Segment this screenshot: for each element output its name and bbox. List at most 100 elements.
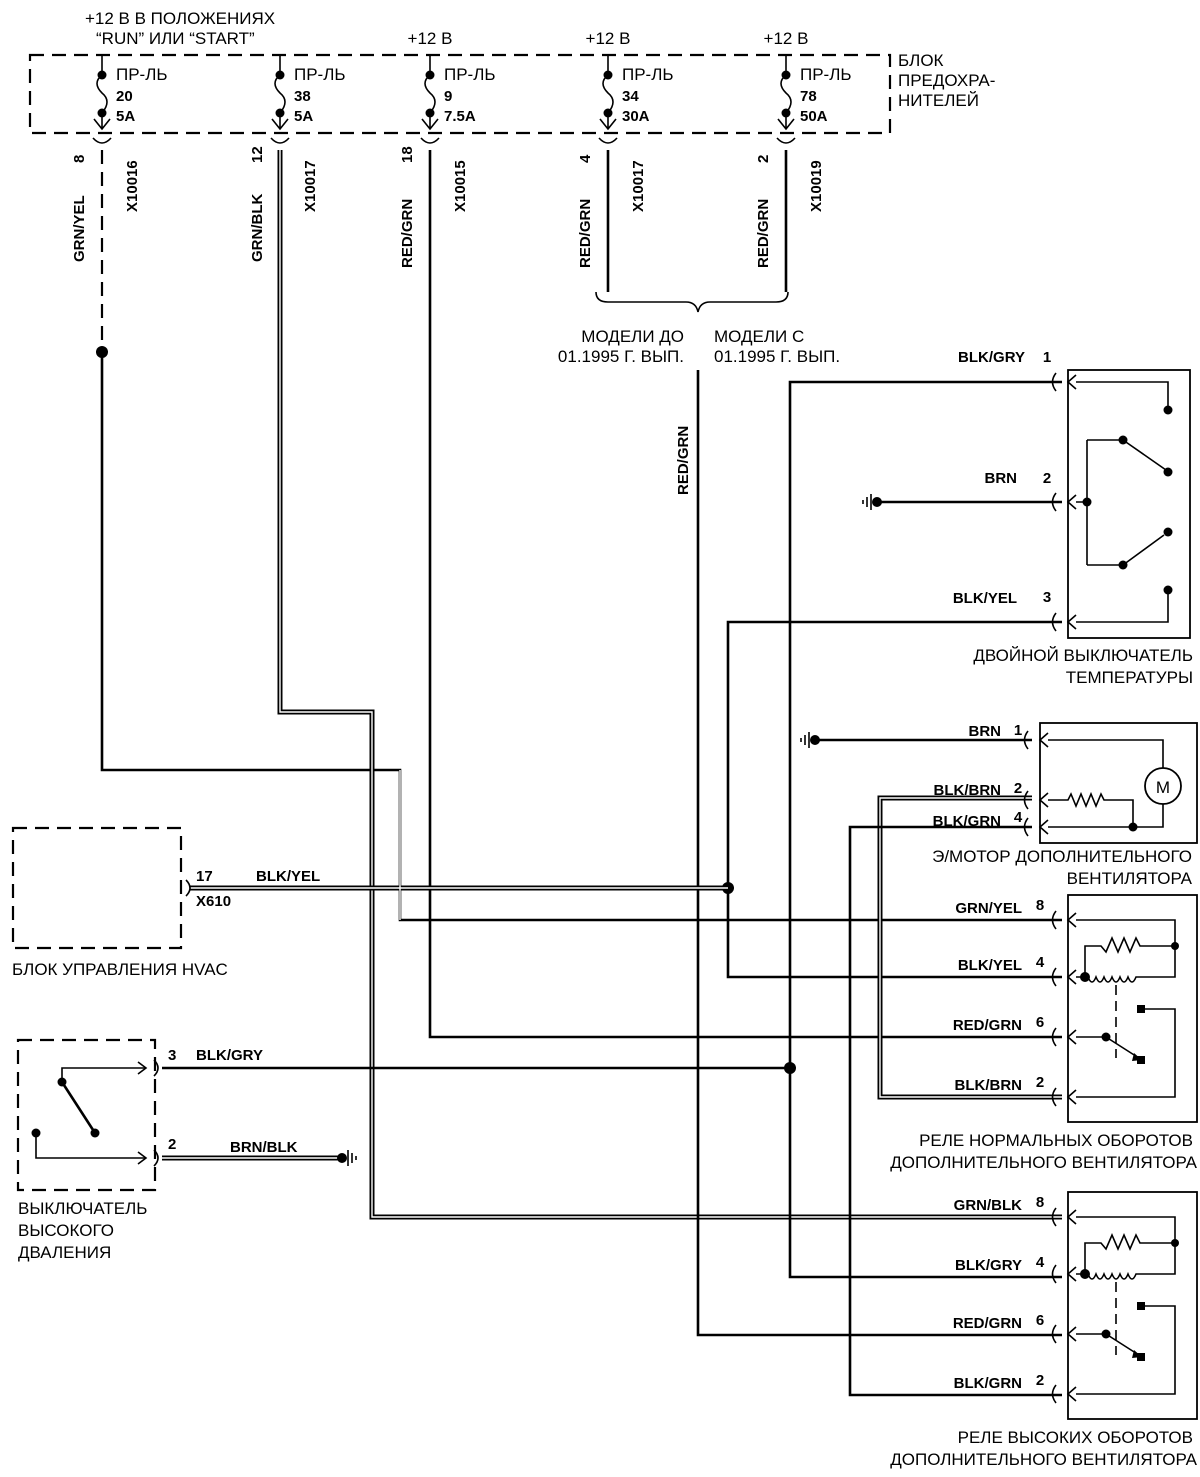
pressure-switch-label: ВЫСОКОГО (18, 1221, 114, 1240)
fuse-icon (421, 55, 439, 131)
wire-label: BLK/GRY (196, 1047, 263, 1064)
fuse-icon (777, 55, 795, 131)
wire-grn-yel (100, 352, 1062, 922)
fuse-terminal (97, 70, 107, 80)
ground-icon (336, 1149, 357, 1167)
fuse-name: ПР-ЛЬ (800, 65, 852, 84)
fuse-number: 9 (444, 88, 452, 105)
connector-icon (598, 137, 618, 144)
fuse-name: ПР-ЛЬ (622, 65, 674, 84)
fuse-terminal (425, 108, 435, 118)
wire-label: GRN/YEL (71, 195, 88, 262)
connector-icon (776, 137, 796, 144)
wire-label: BRN/BLK (230, 1139, 298, 1156)
pin-number: 2 (755, 155, 772, 163)
pin-number: 2 (1036, 1372, 1044, 1389)
model-after-label: МОДЕЛИ С (714, 327, 804, 346)
wire-blk-yel (726, 620, 1062, 979)
fuse-block-outline (28, 53, 892, 135)
wire-label: RED/GRN (399, 199, 416, 268)
relay-high-speed (1053, 1192, 1198, 1419)
wire-label: BLK/YEL (953, 590, 1017, 607)
motor-icon (1144, 767, 1182, 805)
battery-supply-label: +12 В (408, 29, 453, 48)
relay-normal-label: ДОПОЛНИТЕЛЬНОГО ВЕНТИЛЯТОРА (890, 1153, 1197, 1172)
model-after-label: 01.1995 Г. ВЫП. (714, 347, 840, 366)
fuse-block-label: НИТЕЛЕЙ (898, 91, 979, 110)
wire-label: BLK/GRY (955, 1257, 1022, 1274)
connector-id: X10016 (124, 160, 141, 212)
fuse-terminal (603, 108, 613, 118)
wire-red-grn-fuse9 (428, 150, 1062, 1039)
fuse-number: 78 (800, 88, 817, 105)
fuse-number: 34 (622, 88, 639, 105)
wire-blk-grn (848, 825, 1062, 1397)
pin-number: 3 (1043, 589, 1051, 606)
pin-number: 6 (1036, 1312, 1044, 1329)
fuse-rating: 5A (294, 108, 313, 125)
fuse-block-label: БЛОК (898, 51, 944, 70)
fan-motor-label: Э/МОТОР ДОПОЛНИТЕЛЬНОГО (932, 847, 1192, 866)
pin-number: 8 (1036, 1194, 1044, 1211)
connector-id: X10017 (630, 160, 647, 212)
pin-number: 1 (1043, 349, 1051, 366)
wire-label: BRN (969, 723, 1002, 740)
wire-label: BLK/YEL (958, 957, 1022, 974)
ground-icon (800, 731, 821, 749)
ignition-supply-label-2: “RUN” ИЛИ “START” (96, 29, 255, 48)
wire-label: GRN/BLK (954, 1197, 1022, 1214)
fuse-name: ПР-ЛЬ (444, 65, 496, 84)
wire-label: BLK/BRN (934, 782, 1002, 799)
relay-high-label: ДОПОЛНИТЕЛЬНОГО ВЕНТИЛЯТОРА (890, 1450, 1197, 1469)
fuse-terminal (781, 70, 791, 80)
pressure-switch-label: ВЫКЛЮЧАТЕЛЬ (18, 1199, 147, 1218)
pin-number: 8 (1036, 897, 1044, 914)
hvac-label: БЛОК УПРАВЛЕНИЯ HVAC (12, 960, 228, 979)
pin-number: 4 (1014, 809, 1023, 826)
pin-number: 17 (196, 868, 213, 885)
wire-label: BLK/YEL (256, 868, 320, 885)
fuse-name: ПР-ЛЬ (116, 65, 168, 84)
pin-number: 2 (1043, 470, 1051, 487)
fuse-terminal (97, 108, 107, 118)
ignition-supply-label: +12 В В ПОЛОЖЕНИЯХ (85, 9, 275, 28)
fuse-terminal (781, 108, 791, 118)
battery-supply-label: +12 В (764, 29, 809, 48)
fuse-rating: 5A (116, 108, 135, 125)
fuse-terminal (425, 70, 435, 80)
connector-id: X10019 (808, 160, 825, 212)
wire-blk-gry (788, 380, 1062, 1279)
wire-label: BLK/BRN (955, 1077, 1023, 1094)
ground-icon (862, 493, 883, 511)
pin-number: 12 (249, 146, 266, 163)
wire-label: RED/GRN (675, 426, 692, 495)
fuse-number: 20 (116, 88, 133, 105)
pin-number: 6 (1036, 1014, 1044, 1031)
fuse-rating: 50A (800, 108, 828, 125)
wire-label: RED/GRN (953, 1315, 1022, 1332)
wire-blk-brn (877, 795, 1062, 1100)
wire-label: RED/GRN (755, 199, 772, 268)
pressure-switch-label: ДВАЛЕНИЯ (18, 1243, 111, 1262)
pin-number: 2 (1014, 780, 1022, 797)
fuse-icon (599, 55, 617, 131)
hvac-control-unit (11, 826, 183, 950)
pin-number: 4 (1036, 954, 1045, 971)
model-before-label: 01.1995 Г. ВЫП. (558, 347, 684, 366)
connector-id: X10015 (452, 160, 469, 212)
wire-label: BLK/GRY (958, 349, 1025, 366)
wire-label: GRN/BLK (249, 194, 266, 262)
fuse-terminal (275, 108, 285, 118)
fuse-icon (93, 55, 111, 131)
model-brace (595, 291, 789, 313)
connector-icon (185, 879, 191, 897)
fuse-icon (271, 55, 289, 131)
pin-number: 18 (399, 146, 416, 163)
relay-normal-speed (1053, 895, 1198, 1122)
connector-id: X10017 (302, 160, 319, 212)
